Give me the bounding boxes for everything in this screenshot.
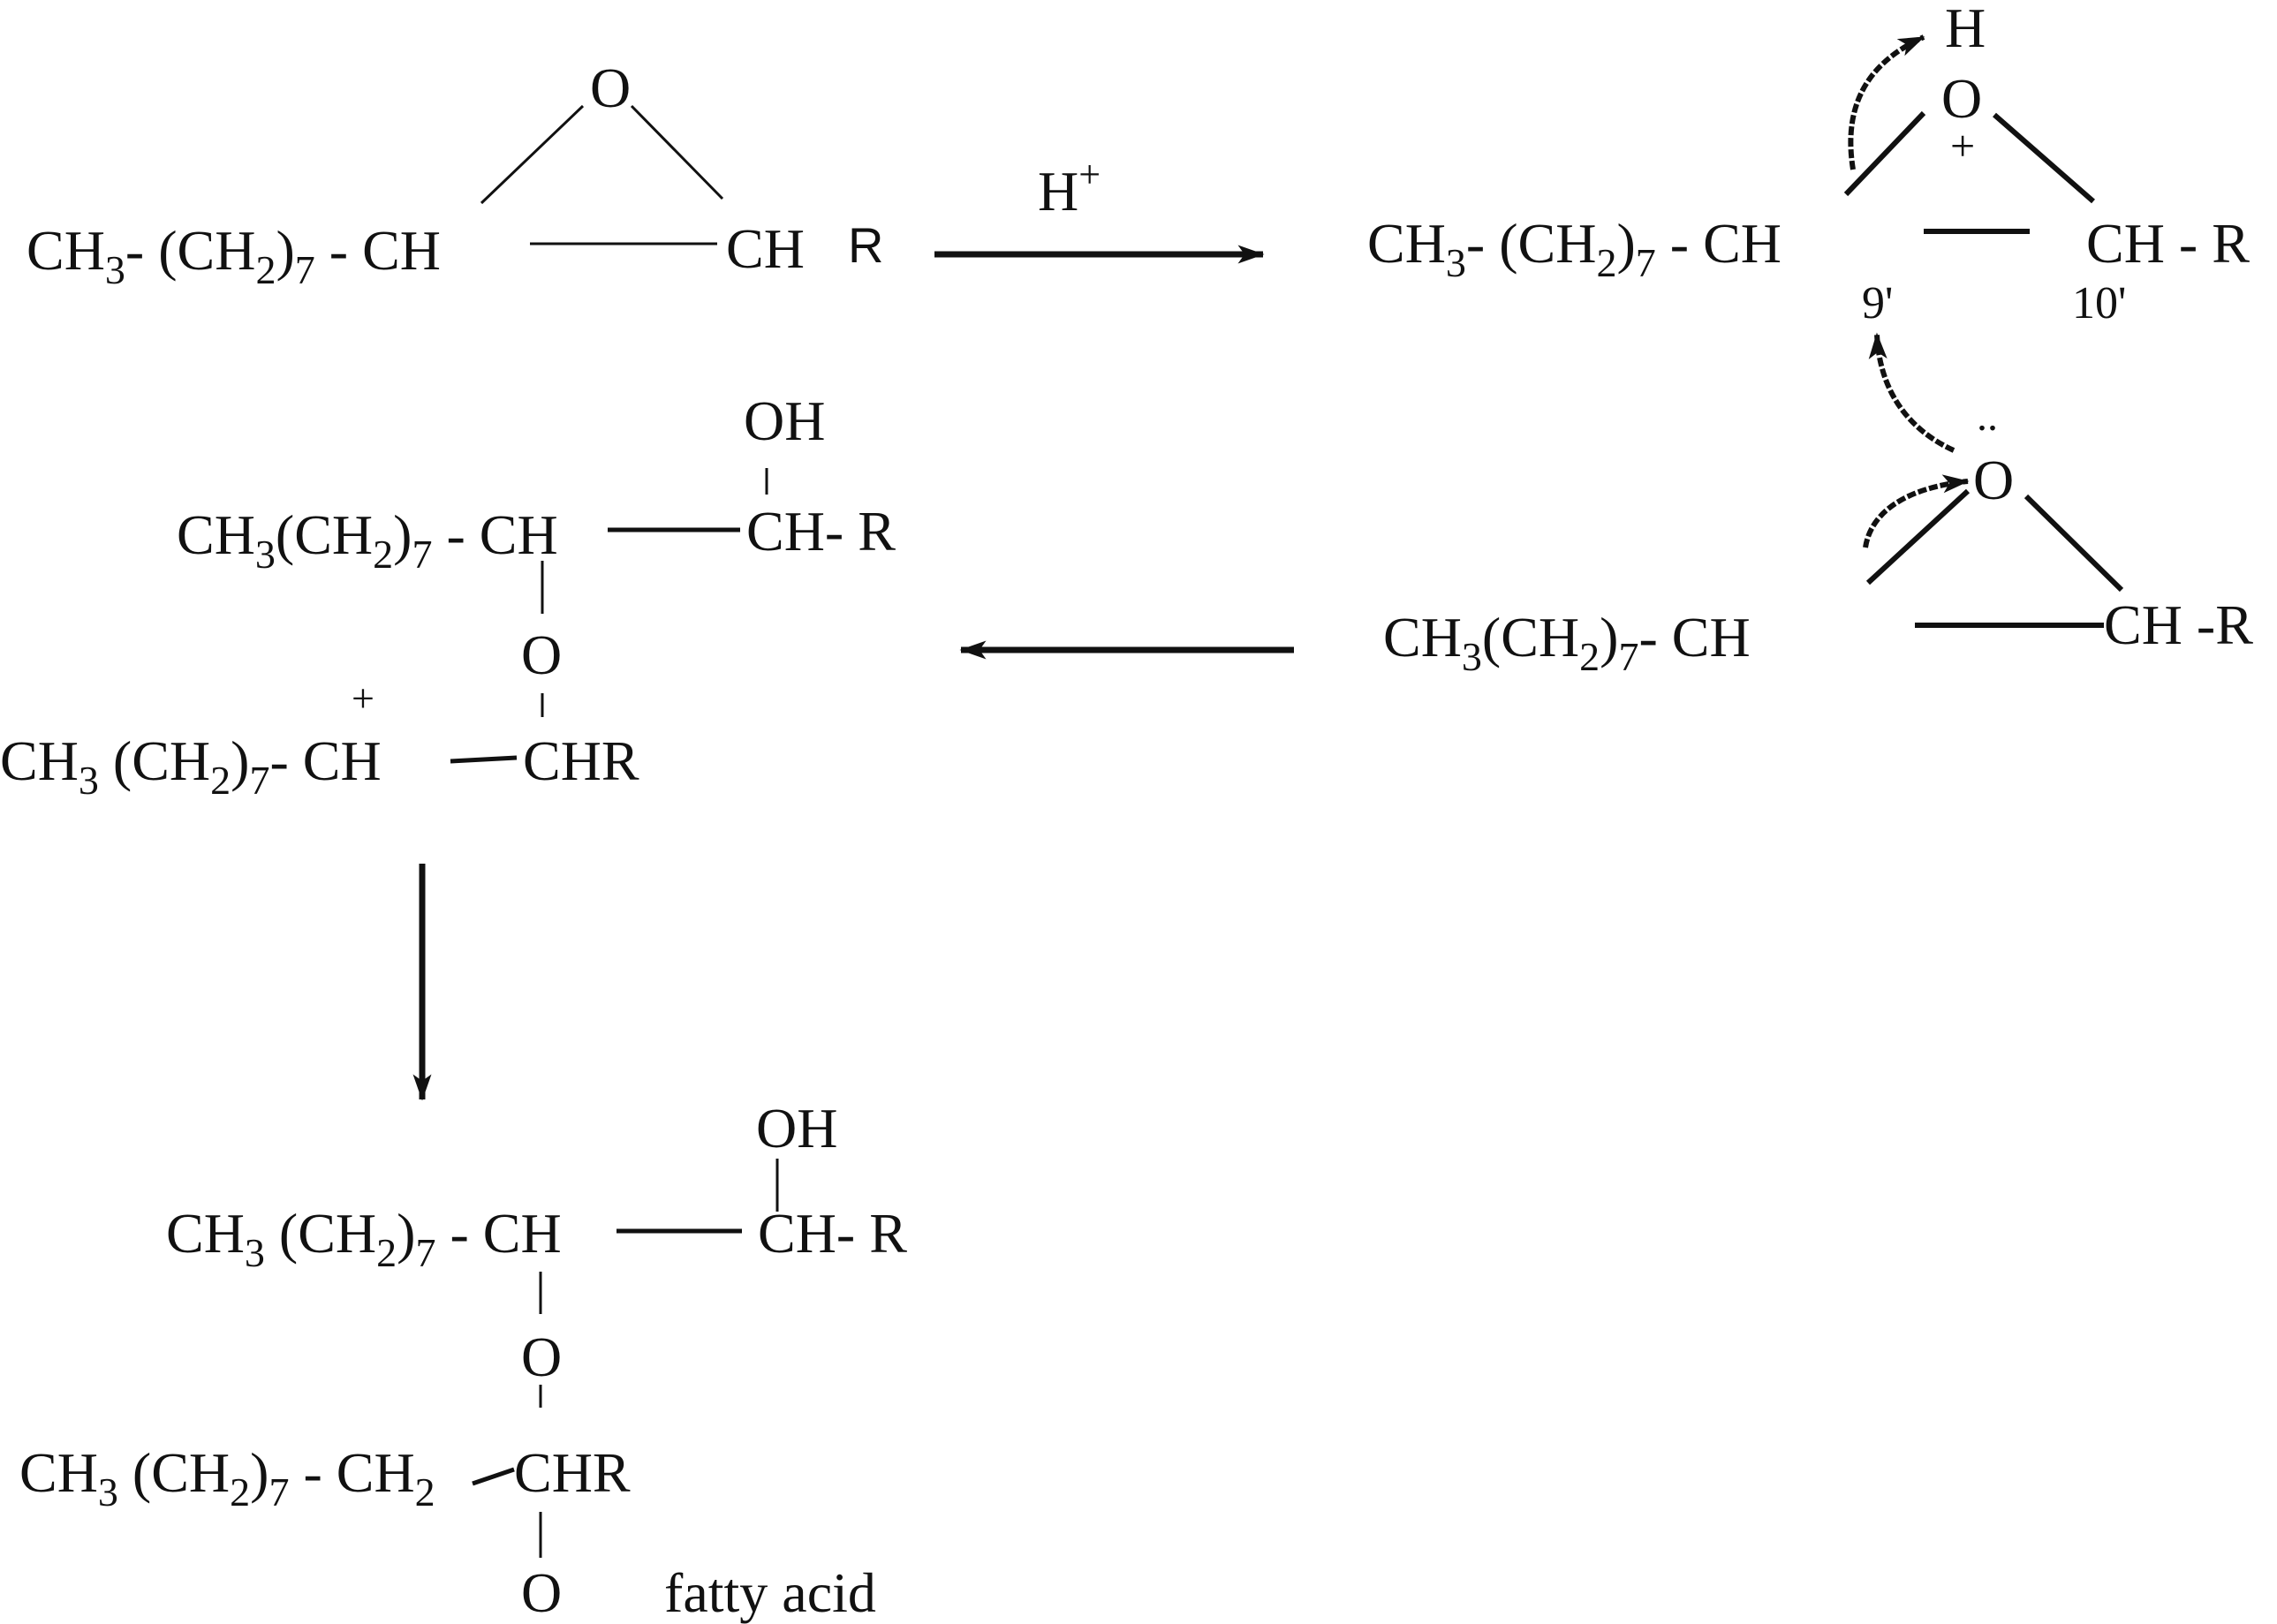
product-line1-chain: CH3 (CH2)7 - CH <box>166 1202 562 1275</box>
epoxide2-bond-left <box>1865 488 1971 585</box>
fatty-acid-label: fatty acid <box>664 1561 876 1624</box>
curved-arrow-to-h <box>1848 34 1925 170</box>
protonated-h: H <box>1945 0 1986 59</box>
intermediate-line2-chain: CH3 (CH2)7- CH <box>0 729 382 803</box>
curved-arrow-to-o <box>1863 474 1970 548</box>
product-ch-r: CH- R <box>758 1202 907 1265</box>
epoxide-bond-left <box>480 104 585 205</box>
protonated-bond-left <box>1843 110 1926 197</box>
product-ether-oxygen: O <box>521 1326 563 1388</box>
product-ester-oxygen: O <box>521 1561 563 1624</box>
epoxide2-chain: CH3(CH2)7- CH <box>1383 606 1751 679</box>
reactant-chain: CH3- (CH2)7 - CH <box>26 219 441 292</box>
intermediate-bond-cation <box>450 755 518 764</box>
intermediate-ch-r: CH- R <box>746 500 896 563</box>
reactant-ch: CH <box>726 217 805 280</box>
protonated-chain: CH3- (CH2)7 - CH <box>1367 212 1782 285</box>
carbon-label-9: 9' <box>1862 278 1894 329</box>
carbocation-charge: + <box>352 676 374 721</box>
reactant-epoxide-oxygen: O <box>590 57 632 119</box>
protonated-oxygen: O <box>1941 67 1983 130</box>
epoxide-bond-right <box>630 104 724 200</box>
epoxide2-ch-r: CH -R <box>2104 593 2253 656</box>
carbon-label-10: 10' <box>2072 278 2127 329</box>
epoxide2-oxygen: O <box>1973 449 2015 511</box>
reactant-r-group: R <box>848 217 884 273</box>
protonated-bond-right <box>1993 112 2095 204</box>
intermediate-ether-oxygen: O <box>521 623 563 686</box>
intermediate-line1-chain: CH3(CH2)7 - CH <box>177 503 558 577</box>
epoxide2-bond-right <box>2024 494 2124 593</box>
protonated-ch-r: CH - R <box>2086 212 2250 275</box>
product-bond-ch2 <box>472 1467 515 1486</box>
oxonium-charge: + <box>1950 121 1976 170</box>
reagent-h-plus: H+ <box>1038 153 1101 223</box>
intermediate-chr: CHR <box>523 729 639 792</box>
product-line2-chain: CH3 (CH2)7 - CH2 <box>19 1441 435 1514</box>
product-oh: OH <box>756 1097 838 1159</box>
product-chr: CHR <box>514 1441 631 1504</box>
curved-arrow-to-c9 <box>1868 332 1955 453</box>
intermediate-oh: OH <box>744 389 826 452</box>
epoxide2-lone-pair: .. <box>1977 393 1998 440</box>
